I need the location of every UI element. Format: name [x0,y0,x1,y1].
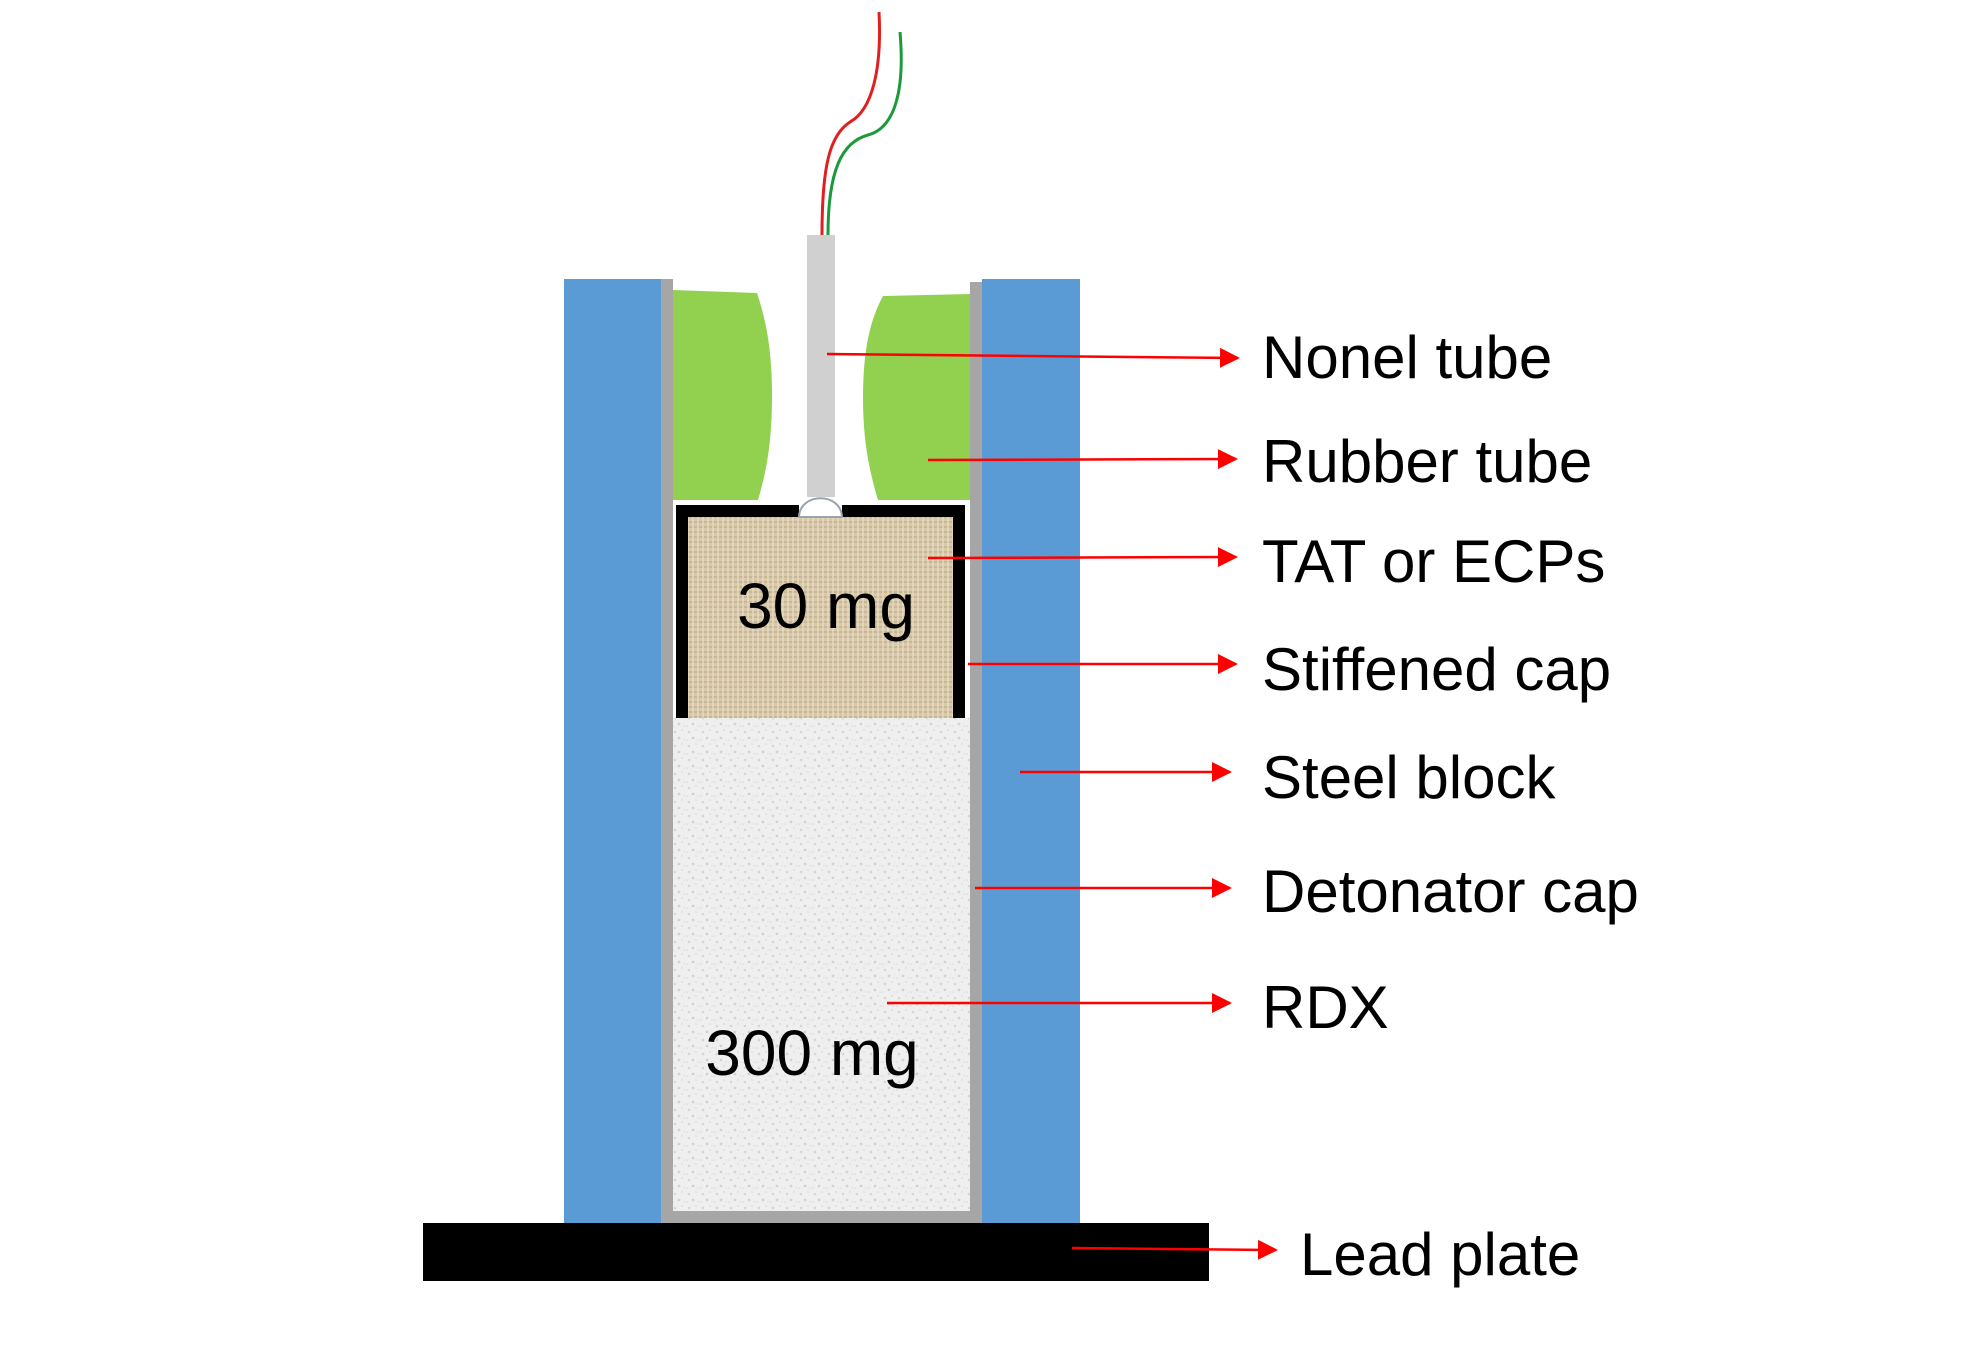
steel-block-left [564,279,661,1223]
rdx-mass-label: 300 mg [705,1017,918,1089]
steel-block-right [982,279,1080,1223]
rdx-label: RDX [1262,974,1389,1041]
stiffened-cap-label: Stiffened cap [1262,636,1611,703]
detonator-cap-wall-left [661,279,673,1223]
green-wire [826,31,903,236]
nonel-tube-arrow [826,347,1240,368]
rubber-tube-left [673,290,772,500]
lead-plate-arrow [1071,1239,1278,1260]
lead-plate-label: Lead plate [1300,1221,1580,1288]
tat-mass-label: 30 mg [737,570,915,642]
rubber-tube-right [863,294,970,500]
detonator-cap-bottom [661,1211,982,1223]
stiffened-cap-side-right [953,505,965,718]
red-wire [820,11,881,236]
nonel-tube-label: Nonel tube [1262,324,1552,391]
rubber-tube-arrow [927,449,1238,470]
nonel-tube-outlet-dome [797,497,844,518]
stiffened-cap-side-left [676,505,688,718]
tat-or-ecps-label: TAT or ECPs [1262,528,1605,595]
stiffened-cap-top-right [842,505,965,517]
nonel-tube [807,235,835,497]
rdx-charge [673,718,970,1211]
tat-charge [688,517,953,718]
detonator-cap-label: Detonator cap [1262,858,1639,925]
tat-arrow [927,547,1238,568]
stiffened-cap-top-left [676,505,799,517]
rubber-tube-label: Rubber tube [1262,428,1592,495]
steel-block-label: Steel block [1262,744,1556,811]
lead-plate [423,1223,1209,1281]
detonator-cap-wall-right [970,282,982,1223]
